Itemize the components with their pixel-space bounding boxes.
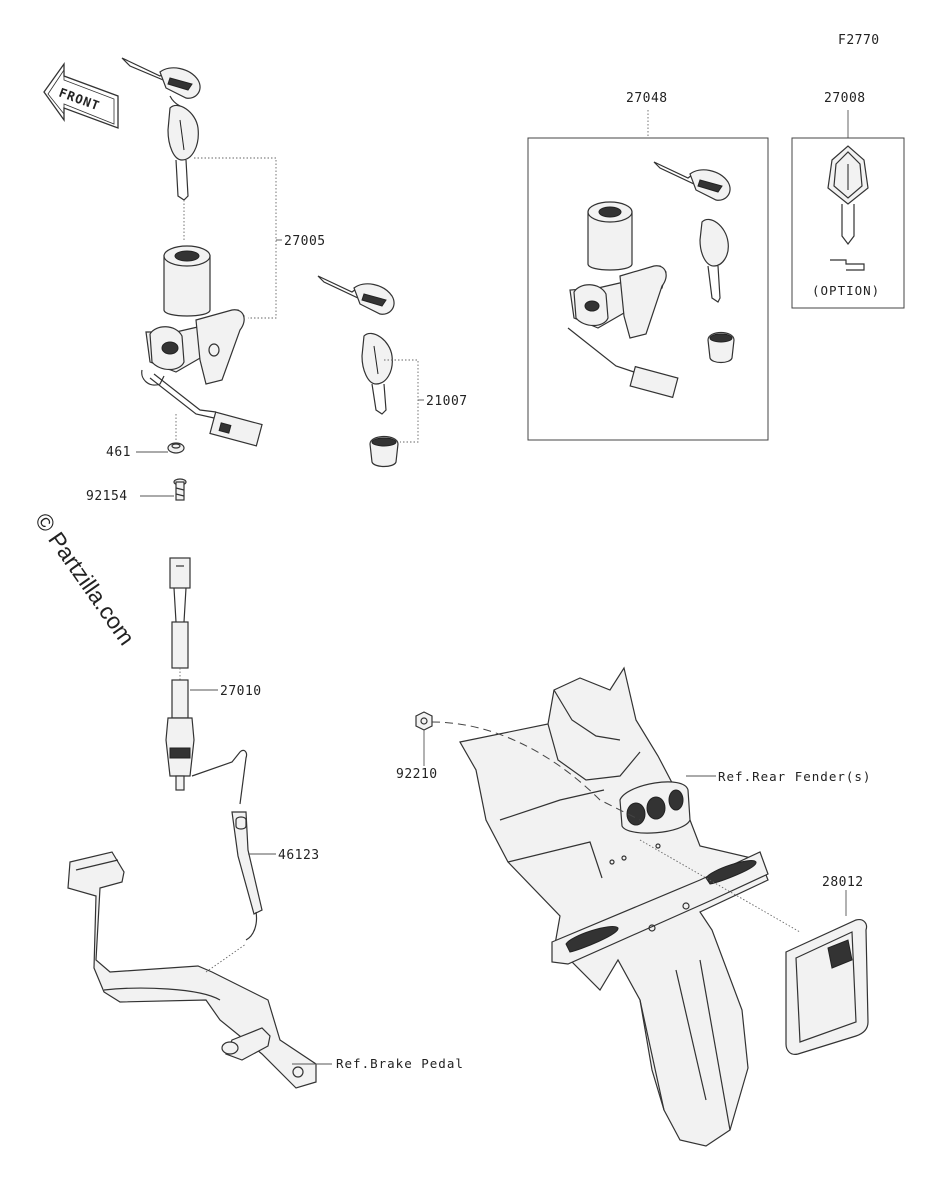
ignition-key-top[interactable] bbox=[121, 57, 201, 201]
spring-46123[interactable] bbox=[191, 749, 263, 941]
rear-fender[interactable] bbox=[459, 666, 769, 1147]
label-27005: 27005 bbox=[284, 234, 326, 249]
reflector-28012[interactable] bbox=[785, 919, 869, 1055]
nut-92210[interactable] bbox=[415, 711, 433, 731]
ref-brake-pedal: Ref.Brake Pedal bbox=[336, 1056, 464, 1071]
ignition-switch-body[interactable] bbox=[141, 245, 263, 447]
label-27048: 27048 bbox=[626, 91, 668, 106]
label-92154: 92154 bbox=[86, 489, 128, 504]
nut-461[interactable] bbox=[167, 442, 185, 454]
option-label: (OPTION) bbox=[812, 283, 880, 298]
key-set-21007[interactable] bbox=[317, 275, 399, 468]
kit-box-27048 bbox=[527, 137, 769, 441]
label-92210: 92210 bbox=[396, 767, 438, 782]
front-arrow-icon: FRONT bbox=[43, 61, 119, 129]
label-46123: 46123 bbox=[278, 848, 320, 863]
label-21007: 21007 bbox=[426, 394, 468, 409]
bolt-path-92210 bbox=[431, 721, 641, 821]
option-box-27008 bbox=[791, 137, 905, 309]
diagram-code: F2770 bbox=[838, 33, 880, 48]
option-key-27008[interactable] bbox=[827, 145, 869, 271]
bracket-27005 bbox=[194, 157, 277, 319]
brake-pedal[interactable] bbox=[67, 851, 317, 1089]
screw-92154[interactable] bbox=[173, 478, 187, 501]
label-461: 461 bbox=[106, 445, 131, 460]
label-28012: 28012 bbox=[822, 875, 864, 890]
kit-27048-contents[interactable] bbox=[567, 161, 735, 399]
ref-rear-fender: Ref.Rear Fender(s) bbox=[718, 769, 871, 784]
watermark: © Partzilla.com bbox=[30, 508, 140, 650]
brake-switch-27010[interactable] bbox=[165, 557, 195, 791]
label-27010: 27010 bbox=[220, 684, 262, 699]
label-27008: 27008 bbox=[824, 91, 866, 106]
